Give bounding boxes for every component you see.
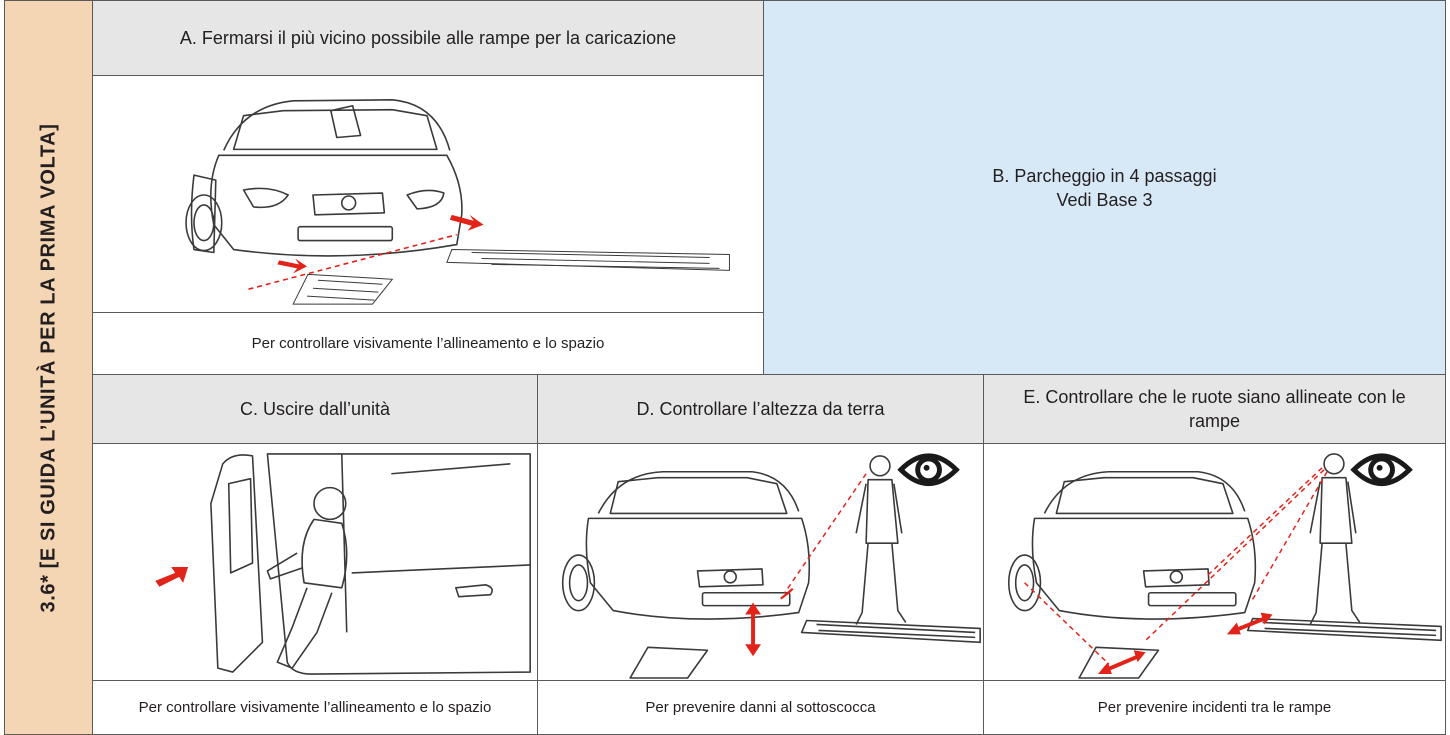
eye-icon bbox=[897, 453, 960, 486]
panel-e-illustration bbox=[983, 443, 1446, 681]
panel-d-illustration bbox=[537, 443, 984, 681]
operator-checking-wheel-alignment-illustration bbox=[1007, 453, 1442, 679]
panel-c-illustration bbox=[92, 443, 538, 681]
panel-a-illustration bbox=[92, 75, 764, 313]
panel-b-title: B. Parcheggio in 4 passaggi bbox=[992, 165, 1217, 186]
eye-icon bbox=[1350, 453, 1413, 486]
panel-b-reference: Vedi Base 3 bbox=[1056, 189, 1153, 210]
side-strip: 3.6* [E SI GUIDA L’UNITÀ PER LA PRIMA VO… bbox=[4, 0, 93, 735]
section-label: 3.6* [E SI GUIDA L’UNITÀ PER LA PRIMA VO… bbox=[37, 122, 59, 613]
panel-a-title: A. Fermarsi il più vicino possibile alle… bbox=[92, 0, 764, 76]
panel-d-title: D. Controllare l’altezza da terra bbox=[537, 374, 984, 444]
car-approaching-ramps-illustration bbox=[185, 99, 730, 305]
operator-checking-ground-clearance-illustration bbox=[561, 453, 981, 679]
panel-a-caption: Per controllare visivamente l’allineamen… bbox=[92, 312, 764, 375]
panel-d-caption: Per prevenire danni al sottoscocca bbox=[537, 680, 984, 735]
driver-exiting-car-illustration bbox=[155, 453, 531, 675]
panel-e-title: E. Controllare che le ruote siano alline… bbox=[983, 374, 1446, 444]
panel-c-title: C. Uscire dall’unità bbox=[92, 374, 538, 444]
panel-b: B. Parcheggio in 4 passaggi Vedi Base 3 bbox=[763, 0, 1446, 375]
panel-e-caption: Per prevenire incidenti tra le rampe bbox=[983, 680, 1446, 735]
panel-c-caption: Per controllare visivamente l’allineamen… bbox=[92, 680, 538, 735]
